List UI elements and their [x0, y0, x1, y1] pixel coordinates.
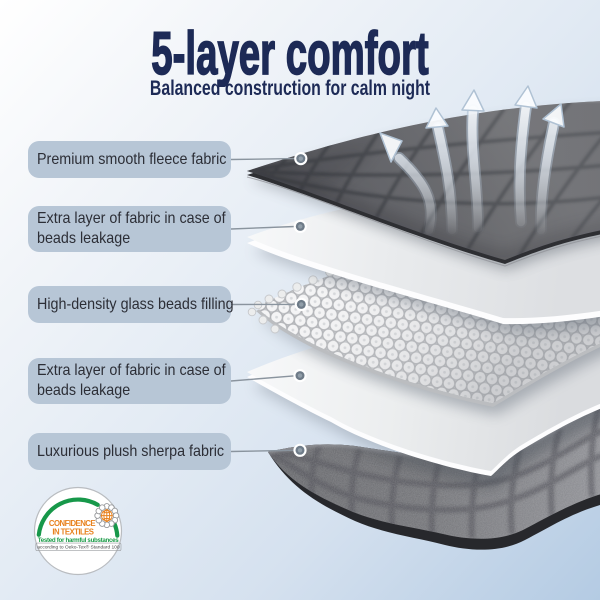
- svg-text:Tested for harmful substances: Tested for harmful substances: [38, 537, 120, 544]
- svg-text:IN TEXTILES: IN TEXTILES: [52, 528, 94, 537]
- svg-text:CONFIDENCE: CONFIDENCE: [49, 519, 96, 528]
- svg-text:according to Oeko-Tex® Standar: according to Oeko-Tex® Standard 100: [37, 544, 120, 551]
